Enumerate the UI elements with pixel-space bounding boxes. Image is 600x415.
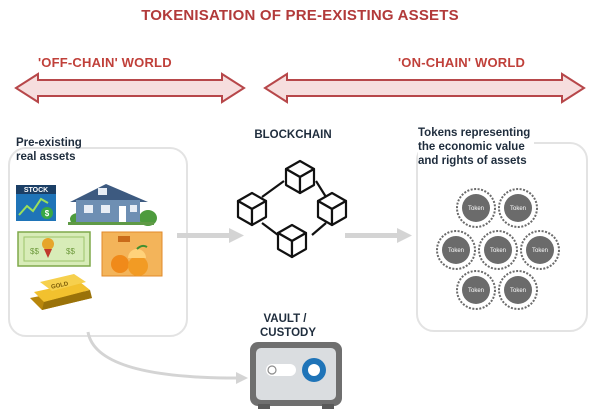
vault-icon — [250, 342, 342, 409]
orange-icon — [101, 231, 163, 277]
svg-text:$$: $$ — [66, 247, 75, 256]
page-title: TOKENISATION OF PRE-EXISTING ASSETS — [141, 7, 459, 24]
block-cube-top — [284, 159, 316, 195]
block-cube-bottom — [276, 223, 308, 259]
token-label: Token — [510, 206, 526, 212]
asset-icons: STOCK $ $$ $$ GOLD — [16, 184, 163, 310]
token-label: Token — [532, 248, 548, 254]
blockchain-to-tokens-arrow — [345, 228, 412, 243]
block-cube-left — [236, 191, 268, 227]
block-cube-right — [316, 191, 348, 227]
stock-icon: STOCK $ — [16, 185, 56, 221]
on-chain-arrow — [263, 72, 586, 104]
stock-label: STOCK — [24, 187, 48, 194]
blockchain-icon — [236, 159, 348, 259]
token-coin: Token — [498, 188, 538, 228]
token-label: Token — [468, 206, 484, 212]
off-chain-label: 'OFF-CHAIN' WORLD — [38, 55, 172, 70]
assets-heading: Pre-existing real assets — [16, 137, 82, 163]
gold-label: GOLD — [51, 281, 70, 291]
world-arrows — [14, 72, 586, 104]
vault-label: VAULT / CUSTODY — [260, 313, 317, 339]
token-coin: Token — [478, 230, 518, 270]
token-label: Token — [490, 248, 506, 254]
assets-to-blockchain-arrow — [177, 228, 244, 243]
svg-text:$$: $$ — [30, 247, 39, 256]
off-chain-arrow — [14, 72, 246, 104]
token-label: Token — [510, 288, 526, 294]
assets-panel — [8, 147, 188, 337]
tokens-heading: Tokens representing the economic value a… — [418, 126, 535, 168]
svg-text:$: $ — [45, 209, 50, 218]
token-coin: Token — [520, 230, 560, 270]
on-chain-label: 'ON-CHAIN' WORLD — [398, 55, 526, 70]
token-coin: Token — [436, 230, 476, 270]
money-icon: $$ $$ — [17, 231, 91, 267]
token-label: Token — [468, 288, 484, 294]
token-coin: Token — [498, 270, 538, 310]
token-coin: Token — [456, 270, 496, 310]
house-icon — [68, 184, 157, 226]
assets-to-vault-arrow — [86, 331, 248, 384]
gold-bars-icon: GOLD — [30, 274, 92, 310]
token-coin: Token — [456, 188, 496, 228]
token-label: Token — [448, 248, 464, 254]
blockchain-label: BLOCKCHAIN — [254, 129, 332, 141]
